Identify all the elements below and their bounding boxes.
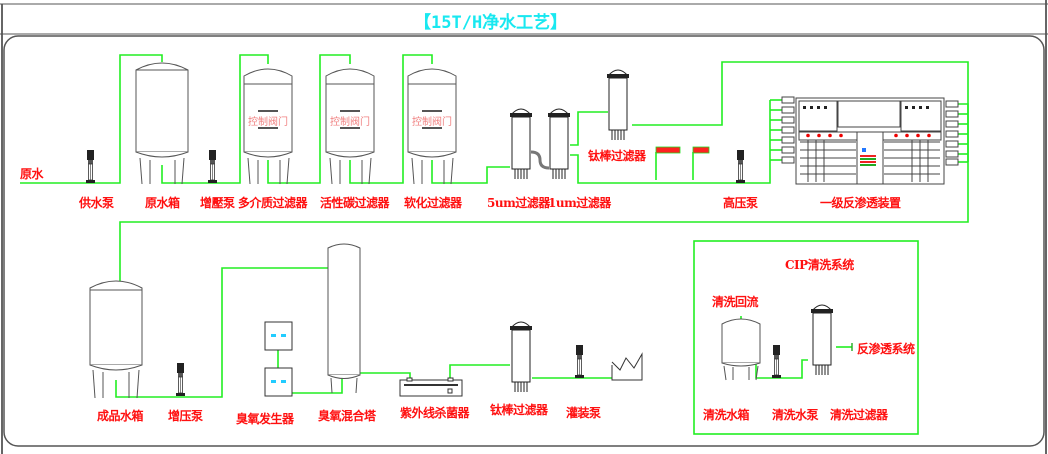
label-supply-pump: 供水泵	[79, 196, 114, 210]
filling-pump[interactable]	[574, 344, 585, 379]
valve-label-mmf: 控制阀门	[248, 117, 288, 128]
cip-tank[interactable]	[721, 318, 761, 381]
supply-pump[interactable]	[85, 149, 96, 184]
label-multimedia-filter: 多介质过滤器	[238, 196, 308, 210]
multimedia-filter[interactable]	[243, 68, 293, 185]
softening-filter[interactable]	[407, 68, 457, 185]
label-high-pressure-pump: 高压泵	[723, 196, 758, 210]
cip-return-label: 清洗回流	[712, 295, 759, 309]
label-ozone-tower: 臭氧混合塔	[318, 409, 376, 423]
cip-title: CIP清洗系统	[785, 258, 854, 272]
filling-outlet	[611, 352, 643, 381]
titanium-rod-filter-2[interactable]	[509, 321, 533, 393]
label-cip-filter: 清洗过滤器	[830, 408, 888, 422]
filter-5um[interactable]	[509, 108, 533, 180]
label-filling-pump: 灌装泵	[566, 406, 601, 420]
ozone-mixing-tower[interactable]	[327, 243, 361, 394]
label-uv-sterilizer: 紫外线杀菌器	[400, 406, 470, 420]
label-titanium-filter-1: 钛棒过滤器	[588, 149, 646, 163]
label-ro-unit: 一级反渗透装置	[820, 196, 901, 210]
raw-water-tank[interactable]	[135, 62, 189, 185]
label-filter-1um: 1um过滤器	[548, 196, 611, 210]
valve-label-softener: 控制阀门	[412, 117, 452, 128]
filter-1um[interactable]	[547, 108, 571, 180]
cip-filter[interactable]	[810, 304, 834, 376]
label-titanium-filter-2: 钛棒过滤器	[490, 403, 548, 417]
ozone-generator[interactable]	[264, 321, 293, 397]
activated-carbon-filter[interactable]	[325, 68, 375, 185]
dosing-tag-1	[655, 146, 681, 154]
label-ozone-generator: 臭氧发生器	[236, 412, 294, 426]
cip-outlet-label: 反渗透系统	[857, 342, 915, 356]
valve-label-carbon: 控制阀门	[330, 117, 370, 128]
label-booster-pump-2: 增压泵	[168, 409, 203, 423]
booster-pump-1[interactable]	[207, 149, 218, 184]
label-product-tank: 成品水箱	[97, 409, 144, 423]
uv-sterilizer[interactable]	[399, 377, 463, 397]
label-raw-water-tank: 原水箱	[145, 196, 180, 210]
product-water-tank[interactable]	[89, 280, 143, 399]
label-carbon-filter: 活性碳过滤器	[320, 196, 390, 210]
high-pressure-pump[interactable]	[735, 149, 746, 184]
label-cip-pump: 清洗水泵	[772, 408, 819, 422]
inlet-label: 原水	[20, 167, 44, 181]
filter-link-pipe	[530, 150, 550, 170]
page-title: 【15T/H净水工艺】	[414, 13, 568, 33]
cip-pump[interactable]	[771, 344, 782, 379]
ro-unit[interactable]	[781, 96, 959, 185]
label-booster-pump-1: 增壓泵	[200, 196, 235, 210]
label-filter-5um: 5um过滤器	[487, 196, 550, 210]
label-softening-filter: 软化过滤器	[404, 196, 462, 210]
titanium-rod-filter-1[interactable]	[606, 69, 630, 141]
label-cip-tank: 清洗水箱	[703, 408, 750, 422]
booster-pump-2[interactable]	[175, 362, 186, 397]
dosing-tag-2	[692, 146, 710, 154]
